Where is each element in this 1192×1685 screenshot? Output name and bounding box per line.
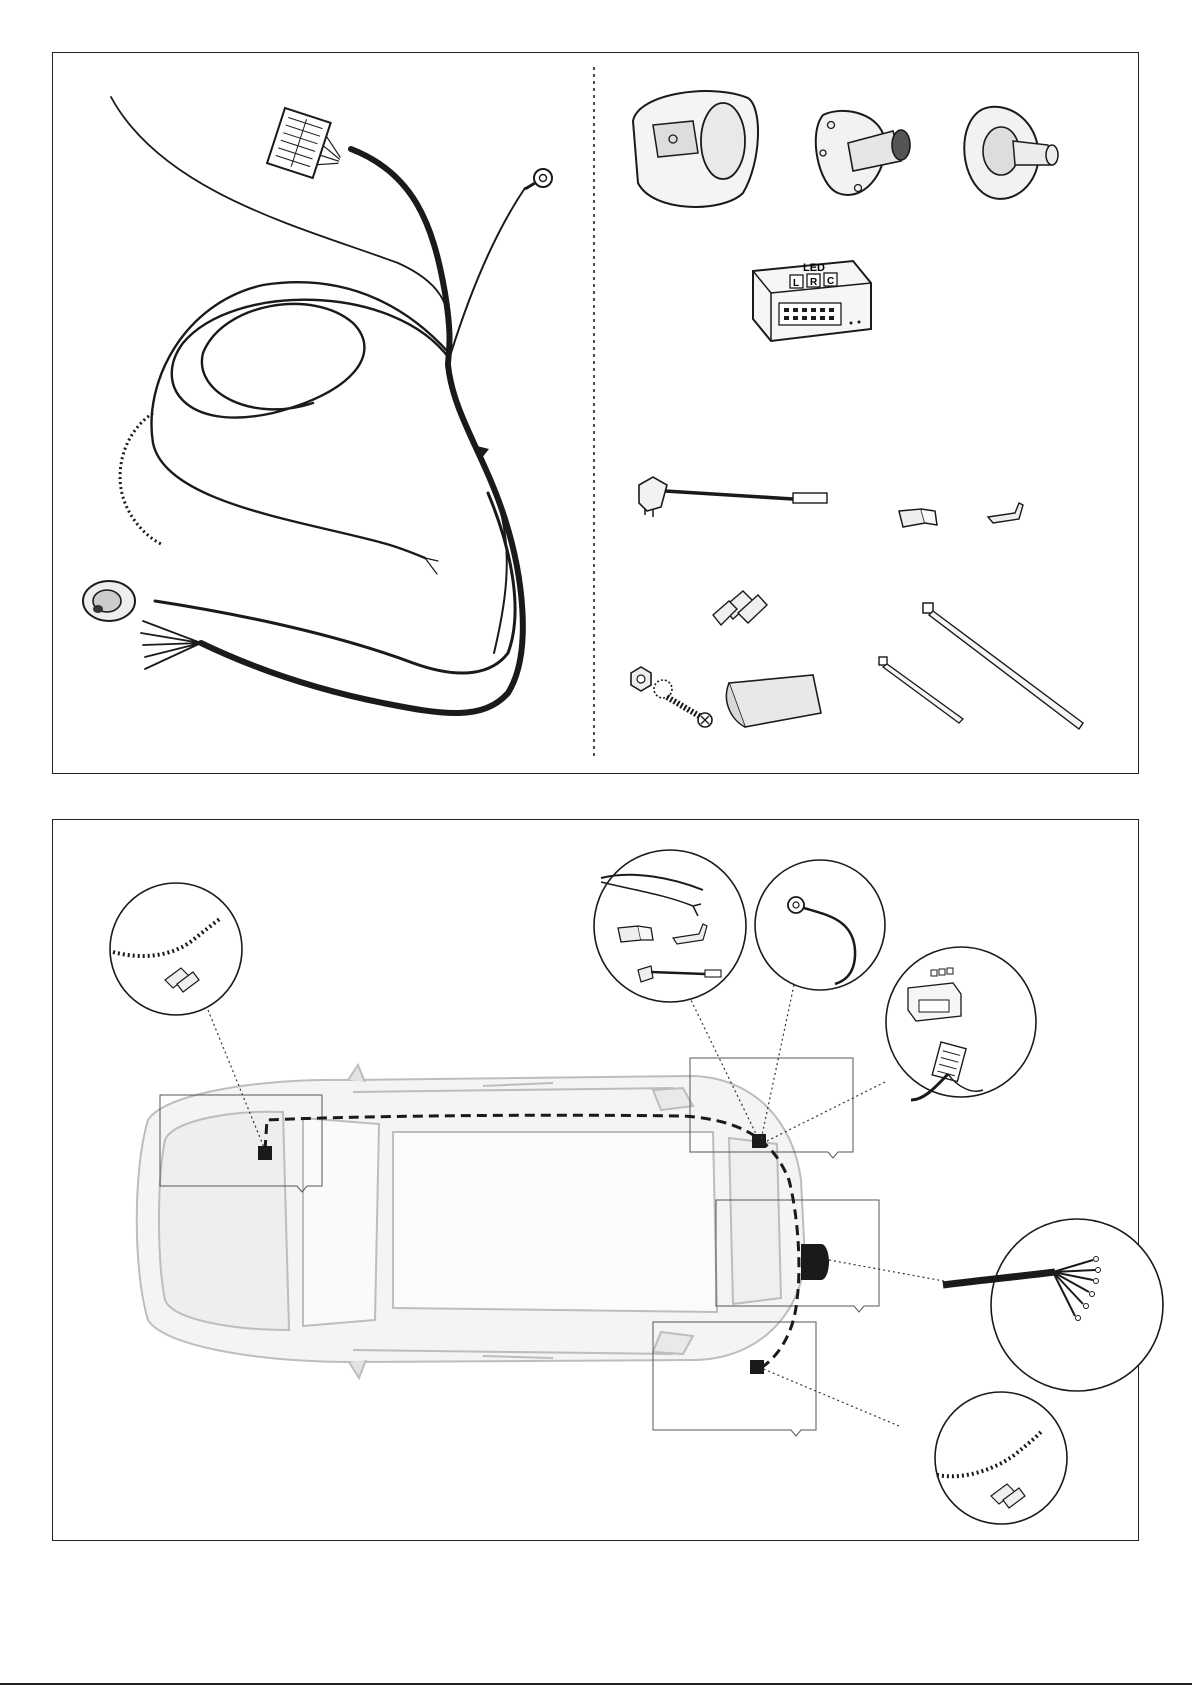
fuse-tap-adapter-icon bbox=[639, 477, 827, 517]
corrugated-tube bbox=[120, 413, 163, 545]
multi-pin-connector-icon bbox=[267, 108, 350, 184]
tow-socket-icon bbox=[801, 1244, 829, 1280]
butt-connector-icon bbox=[899, 509, 937, 527]
kit-contents-panel: LED L R C bbox=[52, 52, 1139, 774]
flat-terminal-icon bbox=[988, 503, 1023, 523]
led-symbol-left: L bbox=[793, 278, 799, 289]
kit-contents-illustration: LED L R C bbox=[53, 53, 1140, 775]
wiring-harness bbox=[111, 97, 525, 713]
led-label: LED bbox=[803, 262, 825, 274]
wire-clips-icon bbox=[713, 591, 767, 625]
rubber-seal-icon bbox=[964, 107, 1058, 199]
detail-circle-corrugated-tube-rear bbox=[935, 1392, 1067, 1524]
instruction-sheet-icon bbox=[726, 675, 821, 727]
detail-circle-corrugated-tube bbox=[110, 883, 242, 1015]
vehicle-top-view bbox=[137, 1065, 805, 1378]
trailer-socket-icon bbox=[633, 91, 758, 207]
mount-point-rear-bottom bbox=[750, 1360, 764, 1374]
detail-circle-led-module bbox=[886, 947, 1036, 1100]
mount-point-rear-top bbox=[752, 1134, 766, 1148]
mount-point-left bbox=[258, 1146, 272, 1160]
detail-circle-ground-terminal bbox=[755, 860, 885, 990]
ring-terminal-icon bbox=[525, 169, 552, 189]
detail-circle-connectors bbox=[594, 850, 746, 1002]
installation-layout-panel bbox=[52, 819, 1139, 1541]
grommet-icon bbox=[83, 581, 135, 621]
installation-diagram bbox=[53, 820, 1140, 1542]
socket-flange-icon bbox=[816, 111, 910, 195]
cable-tie-short-icon bbox=[879, 657, 963, 723]
led-symbol-right: R bbox=[810, 277, 818, 288]
led-symbol-centre: C bbox=[827, 276, 834, 287]
nut-and-screw-icon bbox=[631, 667, 712, 727]
led-control-module-icon: LED L R C bbox=[753, 261, 871, 341]
detail-circle-wire-ends bbox=[943, 1219, 1163, 1391]
